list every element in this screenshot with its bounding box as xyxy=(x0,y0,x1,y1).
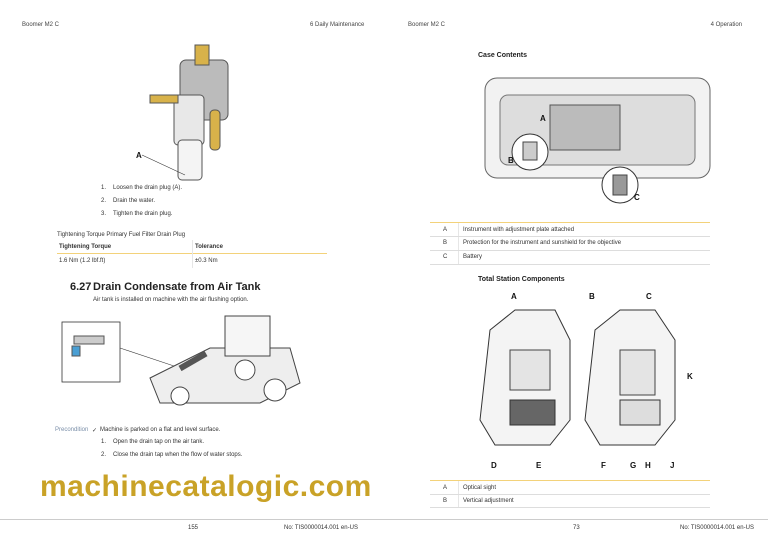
footer-rule xyxy=(0,519,768,520)
component-callout-j: J xyxy=(670,461,675,470)
machine-illustration xyxy=(61,315,301,406)
case-callout-c: C xyxy=(634,193,640,202)
step2-1-number: 1. xyxy=(101,439,107,445)
step-1-text: Loosen the drain plug (A). xyxy=(113,185,183,191)
component-row-a-key: A xyxy=(443,485,448,491)
table-caption: Tightening Torque Primary Fuel Filter Dr… xyxy=(57,232,186,238)
table-cell-torque: 1.6 Nm (1.2 lbf.ft) xyxy=(59,258,106,264)
precondition-label: Precondition xyxy=(55,427,89,433)
component-callout-g: G xyxy=(630,461,637,470)
section-title: Drain Condensate from Air Tank xyxy=(93,281,261,293)
table-column-divider xyxy=(192,240,193,268)
step-2-number: 2. xyxy=(101,198,107,204)
watermark: machinecatalogic.com xyxy=(40,470,372,503)
case-illustration xyxy=(484,77,711,204)
component-callout-c: C xyxy=(646,292,652,301)
section-number: 6.27 xyxy=(70,281,92,293)
case-callout-b: B xyxy=(508,156,514,165)
case-table-top-rule xyxy=(430,222,710,223)
case-row-b-value: Protection for the instrument and sunshi… xyxy=(463,240,622,246)
right-header-title: Boomer M2 C xyxy=(408,22,446,28)
step-3-number: 3. xyxy=(101,211,107,217)
right-footer-doc: No: TIS0000014.001 en-US xyxy=(680,525,754,531)
table-cell-tolerance: ±0.3 Nm xyxy=(195,258,218,264)
case-row-b-key: B xyxy=(443,240,448,246)
table-header-tolerance: Tolerance xyxy=(195,244,223,250)
right-header-chapter: 4 Operation xyxy=(710,22,742,28)
component-row-a-value: Optical sight xyxy=(463,485,497,491)
step-3-text: Tighten the drain plug. xyxy=(113,211,173,217)
total-station-illustration xyxy=(479,309,676,446)
components-title: Total Station Components xyxy=(478,276,565,283)
case-row-c-value: Battery xyxy=(463,254,483,260)
right-footer-page: 73 xyxy=(573,525,580,531)
component-callout-k: K xyxy=(687,372,693,381)
component-callout-f: F xyxy=(601,461,606,470)
step2-1-text: Open the drain tap on the air tank. xyxy=(113,439,205,445)
case-row-a-value: Instrument with adjustment plate attache… xyxy=(463,227,575,233)
callout-a: A xyxy=(136,151,142,160)
component-callout-b: B xyxy=(589,292,595,301)
check-icon: ✓ xyxy=(92,428,98,434)
case-row-a-key: A xyxy=(443,227,448,233)
components-table-top-rule xyxy=(430,480,710,481)
case-row-c-key: C xyxy=(443,254,448,260)
case-row-rule xyxy=(430,250,710,251)
step-2-text: Drain the water. xyxy=(113,198,156,204)
left-header-title: Boomer M2 C xyxy=(22,22,60,28)
case-callout-a: A xyxy=(540,114,546,123)
component-row-b-value: Vertical adjustment xyxy=(463,498,514,504)
component-callout-d: D xyxy=(491,461,497,470)
component-row-b-key: B xyxy=(443,498,448,504)
case-contents-title: Case Contents xyxy=(478,52,528,59)
left-header-chapter: 6 Daily Maintenance xyxy=(310,22,365,28)
component-row-rule xyxy=(430,507,710,508)
precondition-text: Machine is parked on a flat and level su… xyxy=(100,427,221,433)
component-callout-h: H xyxy=(645,461,651,470)
case-table-divider xyxy=(458,223,459,265)
step2-2-text: Close the drain tap when the flow of wat… xyxy=(113,452,243,458)
case-row-rule xyxy=(430,264,710,265)
component-callout-a: A xyxy=(511,292,517,301)
fuel-filter-illustration xyxy=(141,44,229,181)
left-footer-page: 155 xyxy=(188,525,199,531)
table-header-torque: Tightening Torque xyxy=(59,244,112,250)
step-1-number: 1. xyxy=(101,185,107,191)
left-footer-doc: No: TIS0000014.001 en-US xyxy=(284,525,358,531)
case-row-rule xyxy=(430,236,710,237)
step2-2-number: 2. xyxy=(101,452,107,458)
section-intro: Air tank is installed on machine with th… xyxy=(93,297,249,303)
component-callout-e: E xyxy=(536,461,542,470)
component-row-rule xyxy=(430,494,710,495)
